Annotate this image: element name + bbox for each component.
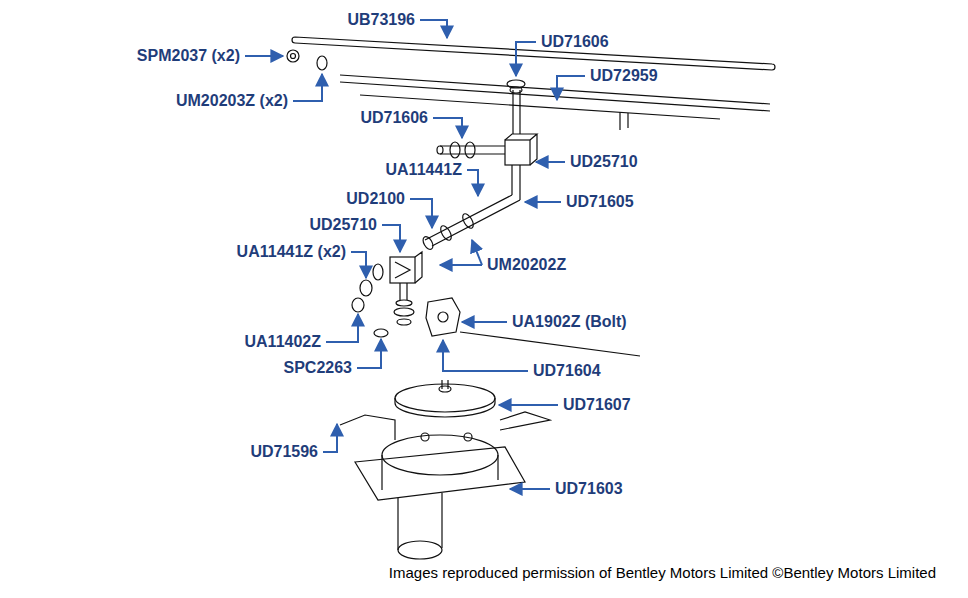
bracket (426, 298, 460, 336)
wheelbox (505, 140, 530, 165)
nut (397, 319, 411, 325)
washer (394, 308, 414, 316)
tube-stub (512, 165, 520, 200)
leader-line (536, 161, 565, 163)
leader-line (351, 252, 366, 278)
motor-end (398, 541, 442, 559)
motor-plate (355, 447, 525, 500)
part-number: UD71596 (250, 443, 318, 461)
part-number: UD71605 (566, 193, 634, 211)
leader-line (499, 404, 558, 406)
washer (396, 300, 412, 306)
part-number: UD71604 (533, 362, 601, 380)
part-number: UB73196 (347, 11, 415, 29)
rail-mark (620, 112, 628, 130)
strap-bracket (340, 412, 550, 440)
part-number: UM20202Z (487, 256, 566, 274)
leader-line (293, 74, 322, 101)
leader-line (357, 339, 381, 368)
part-number: UD71607 (563, 396, 631, 414)
part-number: UD25710 (570, 153, 638, 171)
wheelbox-edge (505, 134, 537, 165)
nut (450, 142, 460, 158)
spindle (400, 283, 407, 300)
nut (510, 87, 522, 93)
motor-stud (464, 433, 472, 441)
spacer (374, 329, 388, 337)
wheelbox (390, 257, 415, 283)
leader-line (420, 20, 447, 38)
part-number: UD71606 (360, 109, 428, 127)
spindle (513, 90, 520, 134)
disc-edge (395, 398, 495, 417)
leader-line (462, 321, 507, 323)
nut (287, 50, 299, 62)
tube-end (421, 235, 435, 251)
part-number: UD72959 (590, 67, 658, 85)
motor-body (382, 455, 498, 490)
nut-hole (291, 54, 296, 59)
leader-line (525, 201, 561, 203)
tube-collar (461, 212, 476, 230)
part-number: UA11441Z (386, 161, 463, 179)
leader-line (467, 170, 478, 196)
part-number: UD2100 (346, 190, 405, 208)
tube-end (437, 146, 443, 154)
part-number: UA1902Z (Bolt) (512, 313, 627, 331)
part-number: SPM2037 (x2) (137, 47, 240, 65)
leader-line (410, 199, 432, 228)
disc-hub (439, 386, 451, 392)
nut (373, 264, 383, 280)
nut (360, 280, 372, 296)
wiper-drawing (287, 37, 775, 559)
bulkhead-line (460, 332, 640, 356)
leader-line (443, 340, 528, 371)
leader-line (557, 76, 585, 100)
part-number: UA11441Z (x2) (237, 243, 346, 261)
nut (352, 298, 364, 312)
tube-collar (439, 224, 454, 242)
part-number: UD71603 (555, 480, 623, 498)
leader-line (245, 55, 283, 57)
wheelbox-edge (415, 252, 422, 283)
leader-line (472, 240, 482, 265)
leader-line (323, 424, 337, 452)
bolt-hole (438, 312, 448, 322)
leader-line (433, 118, 462, 138)
connecting-tube (425, 195, 520, 246)
leader-line (510, 488, 550, 490)
leader-line (382, 225, 400, 252)
disc-pin (442, 380, 448, 389)
part-number: UD71606 (541, 33, 609, 51)
copyright-caption: Images reproduced permission of Bentley … (389, 564, 936, 582)
nut (465, 142, 475, 158)
part-number: UA11402Z (245, 333, 322, 351)
wheelbox-mark (395, 262, 410, 278)
part-number: SPC2263 (284, 359, 353, 377)
leader-line (326, 314, 358, 342)
motor-stud (421, 433, 429, 441)
motor-top (382, 435, 498, 475)
washer (317, 56, 327, 70)
leader-line (440, 264, 482, 266)
disc (395, 384, 495, 412)
part-number: UD25710 (309, 216, 377, 234)
part-number: UM20203Z (x2) (176, 92, 288, 110)
leader-line (516, 42, 536, 76)
